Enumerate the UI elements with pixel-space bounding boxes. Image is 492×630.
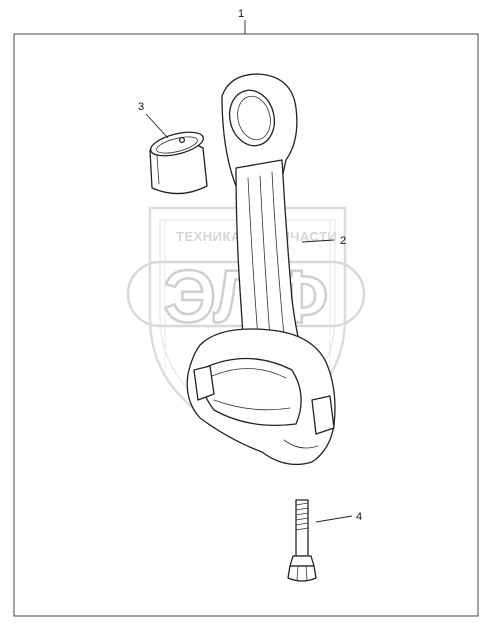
connecting-rod <box>186 73 336 466</box>
callout-label-2: 2 <box>340 235 346 247</box>
watermark-left-word: ТЕХНИКА <box>176 229 241 244</box>
callout-3: 3 <box>138 101 169 139</box>
callout-1: 1 <box>238 8 246 34</box>
callout-label-1: 1 <box>238 8 244 20</box>
diagram-frame <box>13 33 479 617</box>
callout-label-3: 3 <box>138 101 144 113</box>
callout-4: 4 <box>315 511 362 523</box>
callout-label-4: 4 <box>356 511 362 523</box>
callout-2: 2 <box>301 235 346 247</box>
piston-pin-bushing <box>149 131 208 195</box>
connecting-rod-bolt <box>287 499 317 582</box>
